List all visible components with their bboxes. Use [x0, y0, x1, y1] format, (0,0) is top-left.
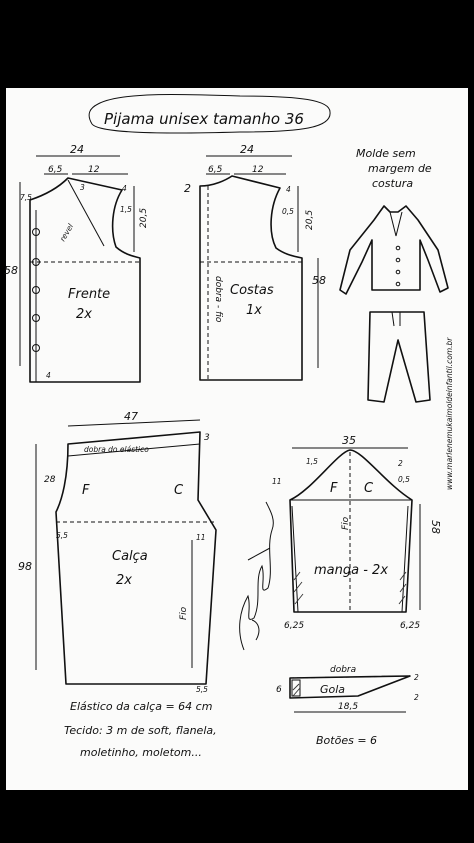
title-text: Pijama unisex tamanho 36: [104, 110, 304, 128]
note-line-1: Molde sem: [356, 147, 416, 160]
sleeve-grain: Fio: [341, 516, 351, 530]
pajama-illustration: [339, 205, 449, 403]
front-armhole-depth: 1,5: [120, 205, 132, 214]
pants-length: 98: [18, 560, 32, 573]
pants-inseam: 11: [196, 533, 206, 542]
sleeve-front: F: [330, 481, 338, 496]
pants-front: F: [82, 483, 90, 498]
note-buttons: Botões = 6: [316, 734, 377, 747]
pants-piece: 47 dobra do elástico 3 28 98 5,5 11 5,5 …: [18, 410, 217, 694]
paper: [6, 88, 468, 790]
back-piece: 24 6,5 12 2 4 0,5 20,5 58 dobra - fio Co…: [184, 143, 326, 381]
collar-fold: dobra: [330, 665, 356, 675]
note-line-2: margem de: [368, 162, 432, 175]
sleeve-front-mark: 1,5: [306, 457, 318, 466]
note-fabric: Tecido: 3 m de soft, flanela,: [64, 724, 217, 737]
pants-crotch: 5,5: [56, 531, 68, 540]
back-name: Costas: [230, 283, 274, 298]
front-shoulder-width: 12: [88, 165, 100, 175]
sleeve-length: 58: [429, 520, 442, 534]
front-length: 58: [4, 264, 18, 277]
front-neck-seam: 3: [80, 183, 85, 192]
note-fabric-2: moletinho, moletom...: [80, 746, 202, 759]
collar-length: 18,5: [338, 702, 358, 712]
title-cloud: [88, 93, 331, 134]
front-name: Frente: [68, 287, 110, 302]
back-fold-label: dobra - fio: [213, 276, 223, 323]
website-url: www.marlenemukaimoldeinfantil.com.br: [445, 337, 454, 490]
front-neck-drop: 7,5: [20, 193, 32, 202]
collar-name: Gola: [320, 683, 345, 696]
note-line-3: costura: [372, 177, 413, 190]
sleeve-name: manga - 2x: [314, 563, 388, 578]
sleeve-back-mark-2: 0,5: [398, 475, 410, 484]
back-armhole-depth: 0,5: [282, 207, 294, 216]
back-shoulder-width: 12: [252, 165, 264, 175]
front-width: 24: [70, 143, 84, 156]
pants-hem: 5,5: [196, 685, 208, 694]
front-neck-width: 6,5: [48, 165, 63, 175]
pants-name: Calça: [112, 549, 148, 564]
collar-piece: dobra Gola 6 2 2 18,5: [276, 665, 419, 713]
sleeve-hem-right: 6,25: [400, 621, 420, 631]
pants-rise: 28: [44, 475, 56, 485]
front-armhole-height: 20,5: [139, 208, 149, 228]
pants-top-rise: 3: [204, 433, 210, 443]
signature-scribble: [239, 501, 274, 651]
back-length: 58: [312, 274, 326, 287]
pants-width: 47: [124, 410, 138, 423]
back-neck-width: 6,5: [208, 165, 223, 175]
sleeve-back: C: [364, 481, 374, 496]
front-count: 2x: [76, 307, 92, 322]
pants-back: C: [174, 483, 184, 498]
back-width: 24: [240, 143, 254, 156]
sleeve-hem-left: 6,25: [284, 621, 304, 631]
pants-count: 2x: [116, 573, 132, 588]
sleeve-piece: 35 11 58 1,5 2 0,5 6,25 6,25 F C Fio man…: [272, 434, 442, 631]
back-count: 1x: [246, 303, 262, 318]
collar-end-h1: 2: [414, 673, 419, 682]
back-neck-drop: 2: [184, 182, 191, 195]
front-shoulder-drop: 4: [122, 184, 127, 193]
sleeve-cap-height: 11: [272, 477, 282, 486]
back-shoulder-drop: 4: [286, 185, 291, 194]
back-armhole-height: 20,5: [305, 210, 315, 230]
collar-end-h2: 2: [414, 693, 419, 702]
collar-height: 6: [276, 685, 282, 695]
pants-grain: Fio: [179, 606, 189, 620]
front-bottom: 4: [46, 371, 51, 380]
note-elastic: Elástico da calça = 64 cm: [70, 700, 212, 713]
sleeve-width: 35: [342, 434, 356, 447]
sleeve-back-mark-1: 2: [398, 459, 403, 468]
pants-fold: dobra do elástico: [84, 445, 149, 454]
